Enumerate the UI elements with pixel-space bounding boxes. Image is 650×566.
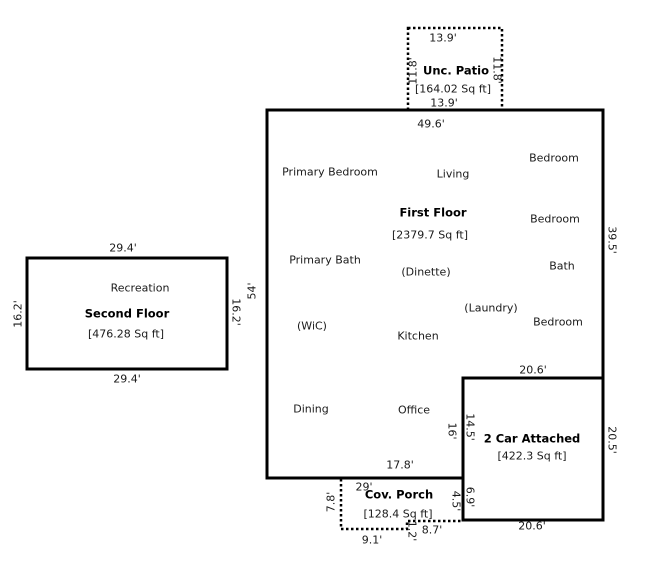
garage-area: [422.3 Sq ft] <box>497 449 567 463</box>
porch-title: Cov. Porch <box>364 487 434 502</box>
porch-dim-bottom-right: 8.7' <box>421 523 443 537</box>
patio-dim-top: 13.9' <box>429 31 457 45</box>
porch-dim-right: 4.5' <box>449 490 463 512</box>
room-bedroom-1: Bedroom <box>529 151 579 165</box>
first-floor-dim-bottom: 17.8' <box>386 458 414 472</box>
room-bath: Bath <box>549 259 575 273</box>
second-floor-dim-left: 16.2' <box>11 300 25 328</box>
patio-title: Unc. Patio <box>423 63 489 78</box>
patio-dim-left: 11.8' <box>406 57 420 85</box>
garage-dim-top: 20.6' <box>519 363 547 377</box>
porch-area: [128.4 Sq ft] <box>363 507 433 521</box>
garage-dim-bottom: 20.6' <box>518 519 546 533</box>
room-dinette: (Dinette) <box>401 265 451 279</box>
first-floor-dim-left: 54' <box>245 282 259 300</box>
room-kitchen: Kitchen <box>397 329 439 343</box>
cov-porch-outline <box>339 479 463 531</box>
room-primary-bedroom: Primary Bedroom <box>282 165 378 179</box>
patio-dim-bottom: 13.9' <box>430 96 458 110</box>
porch-dim-width: 29' <box>355 480 373 494</box>
first-floor-title: First Floor <box>399 205 467 220</box>
patio-area: [164.02 Sq ft] <box>414 82 492 96</box>
room-wic: (WiC) <box>297 319 327 333</box>
garage-dim-left-lower: 6.9' <box>463 486 477 508</box>
room-laundry: (Laundry) <box>464 301 518 315</box>
second-floor-dim-top: 29.4' <box>109 241 137 255</box>
second-floor-title: Second Floor <box>84 306 170 321</box>
room-office: Office <box>397 403 431 417</box>
porch-dim-bottom-left: 9.1' <box>361 533 383 547</box>
room-primary-bath: Primary Bath <box>289 253 361 267</box>
room-living: Living <box>436 167 470 181</box>
room-recreation: Recreation <box>110 281 170 295</box>
room-bedroom-3: Bedroom <box>533 315 583 329</box>
patio-dim-right: 11.8' <box>490 56 504 84</box>
room-bedroom-2: Bedroom <box>530 212 580 226</box>
second-floor-dim-right: 16.2' <box>229 298 243 326</box>
garage-dim-right: 20.5' <box>605 426 619 454</box>
garage-outline <box>461 376 605 522</box>
porch-dim-step: 1.2' <box>405 520 419 542</box>
second-floor-outline <box>25 256 229 371</box>
porch-dim-left: 7.8' <box>324 491 338 513</box>
first-floor-area: [2379.7 Sq ft] <box>391 228 469 242</box>
first-floor-dim-top: 49.6' <box>417 117 445 131</box>
first-floor-dim-right: 39.5' <box>605 226 619 254</box>
garage-dim-inner-left: 14.5' <box>463 413 477 441</box>
garage-title: 2 Car Attached <box>483 431 581 446</box>
second-floor-dim-bottom: 29.4' <box>113 372 141 386</box>
first-floor-dim-interior: 16' <box>445 422 459 440</box>
second-floor-area: [476.28 Sq ft] <box>87 327 165 341</box>
unc-patio-outline <box>406 26 504 112</box>
room-dining: Dining <box>293 402 329 416</box>
